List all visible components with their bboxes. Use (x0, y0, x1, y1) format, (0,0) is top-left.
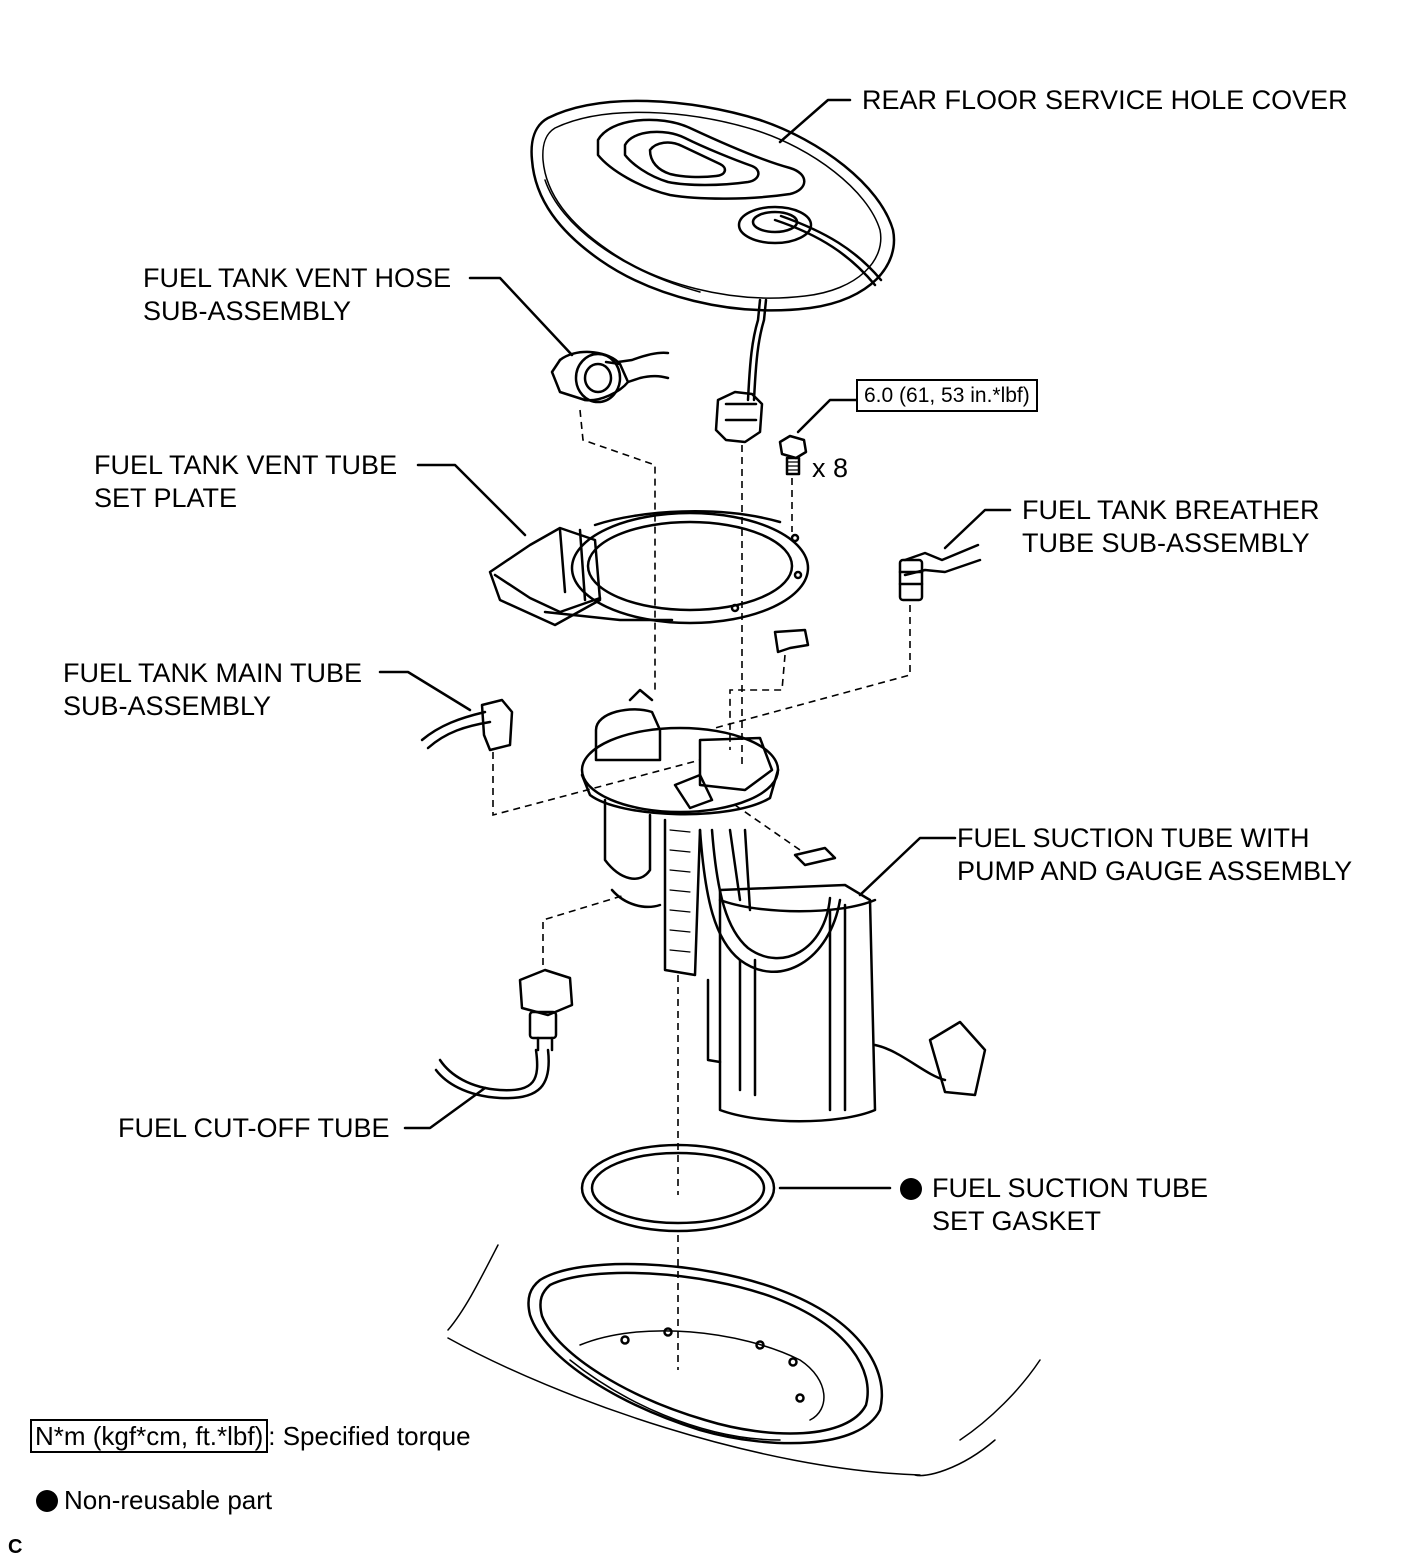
fuel-cut-off-tube (434, 968, 574, 1100)
label-vent-hose-line1: FUEL TANK VENT HOSE (143, 263, 452, 293)
rear-floor-service-hole-cover (530, 99, 896, 402)
label-main-tube-line1: FUEL TANK MAIN TUBE (63, 658, 363, 688)
clip-lower (793, 846, 837, 867)
label-rear-floor-cover: REAR FLOOR SERVICE HOLE COVER (862, 85, 1348, 115)
clip (773, 628, 810, 654)
label-vent-tube-set-plate: FUEL TANK VENT TUBE SET PLATE (94, 449, 397, 515)
fuel-tank-opening (447, 1244, 1041, 1477)
legend-torque-box: N*m (kgf*cm, ft.*lbf) (30, 1419, 269, 1453)
legend-non-reusable-text: Non-reusable part (64, 1485, 273, 1515)
cover-connector (714, 390, 764, 444)
legend-torque: N*m (kgf*cm, ft.*lbf): Specified torque (30, 1419, 471, 1453)
label-main-tube-line2: SUB-ASSEMBLY (63, 691, 272, 721)
fuel-tank-vent-tube-set-plate (488, 510, 810, 627)
label-suction-line2: PUMP AND GAUGE ASSEMBLY (957, 856, 1353, 886)
label-gasket-line1: FUEL SUCTION TUBE (932, 1173, 1209, 1203)
label-vent-hose: FUEL TANK VENT HOSE SUB-ASSEMBLY (143, 262, 451, 328)
legend-dot-icon (36, 1490, 58, 1512)
figure-code: C (8, 1536, 23, 1558)
assembly-guide-lines (492, 409, 911, 1370)
label-vent-plate-line2: SET PLATE (94, 483, 238, 513)
label-breather-line1: FUEL TANK BREATHER (1022, 495, 1320, 525)
bolt (778, 434, 808, 476)
label-vent-hose-line2: SUB-ASSEMBLY (143, 296, 352, 326)
label-cut-off-tube: FUEL CUT-OFF TUBE (118, 1113, 390, 1143)
legend-torque-text: : Specified torque (268, 1421, 471, 1451)
legend-non-reusable: Non-reusable part (36, 1484, 272, 1516)
label-vent-plate-line1: FUEL TANK VENT TUBE (94, 450, 398, 480)
fuel-suction-tube-pump-gauge-assembly (580, 688, 987, 1123)
fuel-tank-main-tube (420, 698, 514, 752)
fuel-tank-vent-hose (550, 350, 670, 404)
label-breather-tube: FUEL TANK BREATHER TUBE SUB-ASSEMBLY (1022, 494, 1320, 560)
torque-value-box: 6.0 (61, 53 in.*lbf) (856, 379, 1038, 412)
non-reusable-dot (900, 1178, 922, 1200)
label-suction-line1: FUEL SUCTION TUBE WITH (957, 823, 1310, 853)
label-set-gasket: FUEL SUCTION TUBE SET GASKET (932, 1172, 1208, 1238)
label-breather-line2: TUBE SUB-ASSEMBLY (1022, 528, 1310, 558)
bolt-quantity: x 8 (812, 453, 849, 483)
label-gasket-line2: SET GASKET (932, 1206, 1102, 1236)
label-suction-tube-assembly: FUEL SUCTION TUBE WITH PUMP AND GAUGE AS… (957, 822, 1352, 888)
fuel-tank-breather-tube (898, 543, 982, 602)
label-main-tube: FUEL TANK MAIN TUBE SUB-ASSEMBLY (63, 657, 362, 723)
